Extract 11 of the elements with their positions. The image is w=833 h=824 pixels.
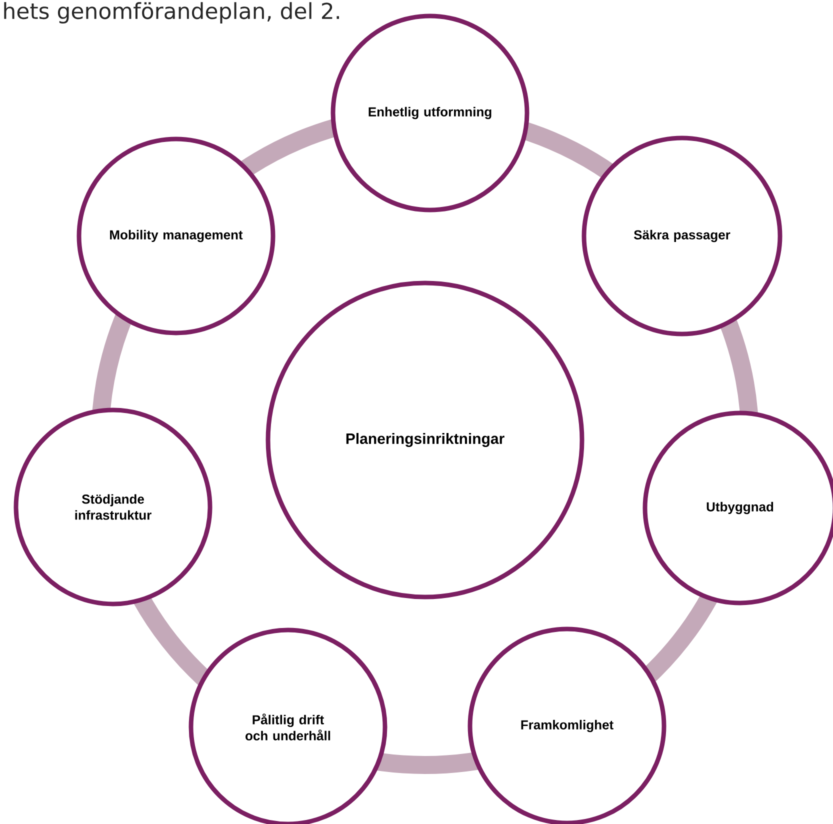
node-label: Säkra passager (634, 230, 730, 242)
node-label: Utbyggnad (706, 502, 774, 514)
circle-node: Framkomlighet (468, 626, 666, 824)
circle-node: Planeringsinriktningar (266, 280, 584, 600)
circle-node: Mobility management (76, 136, 276, 336)
node-label: Pålitlig drift och underhåll (246, 714, 330, 740)
node-label: Framkomlighet (521, 720, 614, 732)
circle-node: Utbyggnad (642, 410, 833, 606)
circle-node: Säkra passager (582, 136, 782, 336)
circle-node: Stödjande infrastruktur (14, 408, 212, 606)
circle-node: Pålitlig drift och underhåll (188, 628, 388, 824)
